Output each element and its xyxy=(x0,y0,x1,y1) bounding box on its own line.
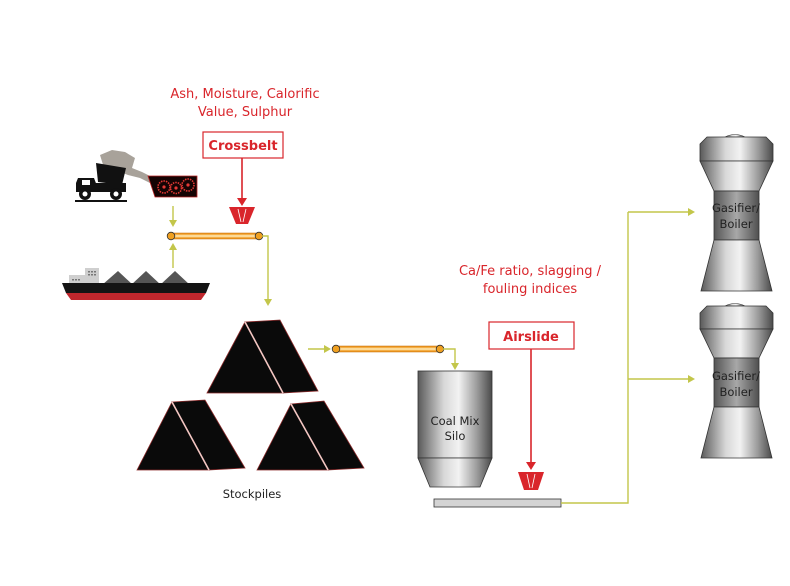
crossbelt-arrowhead xyxy=(237,198,247,206)
gasifier-1-label-line2: Boiler xyxy=(719,217,752,231)
airslide-label-box: Airslide xyxy=(488,321,575,350)
stockpiles-label: Stockpiles xyxy=(223,487,282,501)
stockpile-top xyxy=(206,319,319,394)
stockpile-right xyxy=(256,400,365,471)
airslide-arrowhead xyxy=(526,462,536,470)
airslide-params-line1: Ca/Fe ratio, slagging / xyxy=(459,264,602,279)
crossbelt-params-line1: Ash, Moisture, Calorific xyxy=(170,87,319,102)
conveyor-belt-2 xyxy=(331,344,445,354)
arrowhead xyxy=(264,299,272,306)
coal-mix-silo: Coal Mix Silo xyxy=(417,370,493,488)
silo-label-line1: Coal Mix xyxy=(431,414,480,428)
gasifier-2-label-line1: Gasifier/ xyxy=(712,369,760,383)
arrowhead xyxy=(169,220,177,227)
arrowhead xyxy=(324,345,331,353)
gasifier-1-label-line1: Gasifier/ xyxy=(712,201,760,215)
airslide-conveyor xyxy=(433,498,562,508)
gasifier-2-label-line2: Boiler xyxy=(719,385,752,399)
arrowhead xyxy=(688,208,695,216)
dump-truck-icon xyxy=(75,150,182,202)
flow-airslide-trunk xyxy=(561,212,629,504)
crossbelt-label-box: Crossbelt xyxy=(202,131,284,159)
airslide-analyzer-icon xyxy=(518,472,544,490)
arrowhead xyxy=(169,243,177,250)
gasifier-boiler-1: Gasifier/ Boiler xyxy=(699,134,774,292)
silo-label-line2: Silo xyxy=(445,429,466,443)
arrowhead xyxy=(688,375,695,383)
coal-ship-icon xyxy=(62,268,210,300)
stockpile-left xyxy=(136,399,246,471)
flow-conveyor-to-stockpiles xyxy=(262,235,269,300)
gasifier-boiler-2: Gasifier/ Boiler xyxy=(699,303,774,459)
crossbelt-analyzer-icon xyxy=(229,207,255,224)
arrowhead xyxy=(451,363,459,370)
flow-conveyor-to-silo xyxy=(443,348,456,364)
crusher-icon xyxy=(147,175,198,198)
airslide-label: Airslide xyxy=(503,330,559,345)
crossbelt-params-line2: Value, Sulphur xyxy=(198,105,293,120)
crossbelt-label: Crossbelt xyxy=(208,139,277,154)
airslide-params-line2: fouling indices xyxy=(483,282,577,297)
conveyor-belt-1 xyxy=(166,231,264,241)
